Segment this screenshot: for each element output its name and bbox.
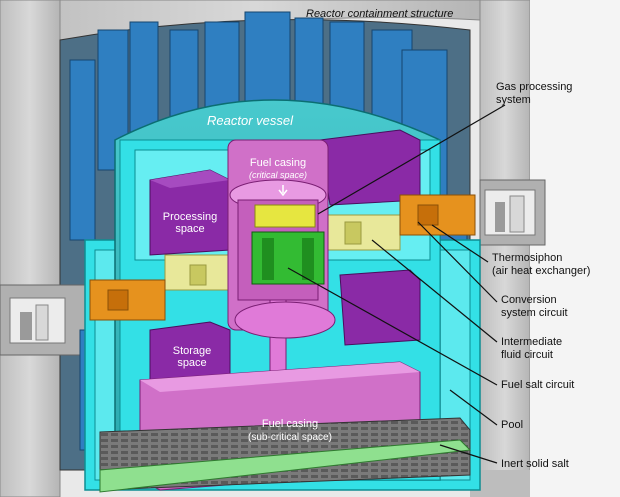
conversion-system-circuit (89, 194, 476, 321)
upper-right-block (319, 129, 421, 346)
intermediate-label-1: Intermediate (501, 336, 562, 348)
leader-lines (278, 104, 506, 464)
critical-space-label: (critical space) (249, 170, 307, 180)
fuel-casing-critical-label: Fuel casing (250, 157, 306, 169)
storage-space (149, 321, 231, 386)
fuel-salt-label: Fuel salt circuit (501, 379, 574, 391)
thermosiphon-label-2: (air heat exchanger) (492, 265, 590, 277)
conversion-label-2: system circuit (501, 307, 568, 319)
reactor-vessel-label: Reactor vessel (207, 113, 294, 128)
inert-salt-label: Inert solid salt (501, 458, 569, 470)
gas-processing-system (254, 204, 316, 228)
storage-space-label-1: Storage (173, 345, 212, 357)
intermediate-label-2: fluid circuit (501, 349, 553, 361)
thermosiphon-label-1: Thermosiphon (492, 252, 562, 264)
fuel-casing-sub-label: Fuel casing (262, 418, 318, 430)
inert-solid-salt (99, 417, 472, 493)
conversion-label-1: Conversion (501, 294, 557, 306)
intermediate-fluid-circuit (164, 214, 401, 291)
gas-processing-label-2: system (496, 94, 531, 106)
processing-space-label-2: space (175, 223, 204, 235)
storage-space-label-2: space (177, 357, 206, 369)
fuel-heat-exchanger (251, 231, 325, 285)
sub-critical-space-label: (sub-critical space) (248, 432, 332, 443)
processing-space-label-1: Processing (163, 211, 217, 223)
pool-label: Pool (501, 419, 523, 431)
gas-processing-label-1: Gas processing (496, 81, 572, 93)
containment-title: Reactor containment structure (306, 8, 453, 20)
